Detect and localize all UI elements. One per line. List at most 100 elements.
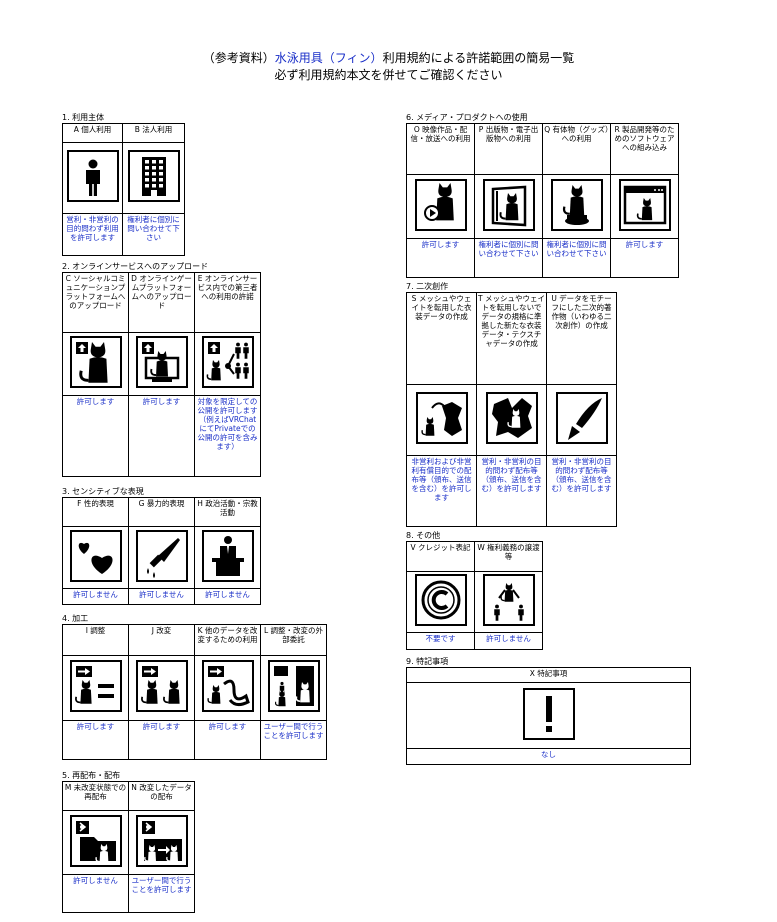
permission-result: 営利・非営利の目的問わず配布等（頒布、送信を含む）を許可します xyxy=(476,455,547,527)
column-header: F 性的表現 xyxy=(62,497,129,527)
document-title: （参考資料）水泳用具（フィン）利用規約による許諾範囲の簡易一覧 xyxy=(202,51,575,65)
section-title: 6. メディア・プロダクトへの使用 xyxy=(406,113,528,122)
permission-result: 権利者に個別に問い合わせて下さい xyxy=(542,238,611,278)
transfer-rights-icon xyxy=(482,574,535,626)
column-header: S メッシュやウェイトを転用した衣装データの作成 xyxy=(406,292,477,385)
upload-cat-icon xyxy=(69,336,122,388)
result-row: 許可します許可します対象を限定しての公開を許可します（例えばVRChatにてPr… xyxy=(62,395,261,477)
icon-cell xyxy=(406,682,691,749)
new-costume-icon xyxy=(485,392,538,444)
icon-cell xyxy=(546,384,617,456)
icon-cell xyxy=(406,384,477,456)
column-header: D オンラインゲームプラットフォームへのアップロード xyxy=(128,272,195,333)
adjust-icon xyxy=(69,660,122,712)
column-header: A 個人利用 xyxy=(62,123,123,143)
redistribute-folder-icon xyxy=(69,814,122,867)
building-icon xyxy=(127,150,180,202)
section-title: 9. 特記事項 xyxy=(406,657,449,666)
section-title: 1. 利用主体 xyxy=(62,113,105,122)
hearts-icon xyxy=(69,529,122,582)
permission-result: 許可します xyxy=(62,720,129,760)
column-header: X 特記事項 xyxy=(406,667,691,683)
column-header: T メッシュやウェイトを転用しないでデータの規格に準拠した新たな衣装データ・テク… xyxy=(476,292,547,385)
permission-result: 許可します xyxy=(610,238,679,278)
column-header: L 調整・改変の外部委託 xyxy=(260,624,327,656)
permission-result: 不要です xyxy=(406,632,475,650)
result-row: 不要です許可しません xyxy=(406,632,543,650)
permission-result: なし xyxy=(406,748,691,765)
permission-result: 許可します xyxy=(128,720,195,760)
column-header: N 改変したデータの配布 xyxy=(128,781,195,811)
permission-result: 対象を限定しての公開を許可します（例えばVRChatにてPrivateでの公開の… xyxy=(194,395,261,477)
icon-cell xyxy=(610,174,679,239)
icon-cell xyxy=(62,332,129,396)
column-header: J 改変 xyxy=(128,624,195,656)
knife-icon xyxy=(135,529,188,582)
permission-result: 非営利および非営利有償目的での配布等（頒布、送信を含む）を許可します xyxy=(406,455,477,527)
icon-cell xyxy=(128,810,195,875)
distribute-modified-icon xyxy=(135,814,188,867)
permission-result: 許可します xyxy=(62,395,129,477)
icon-cell xyxy=(260,655,327,721)
column-header: K 他のデータを改変するための利用 xyxy=(194,624,261,656)
figure-cat-icon xyxy=(550,178,603,231)
column-header: H 政治活動・宗教活動 xyxy=(194,497,261,527)
icon-cell xyxy=(62,142,123,214)
column-header: U データをモチーフにした二次的著作物（いわゆる二次創作）の作成 xyxy=(546,292,617,385)
column-header: I 調整 xyxy=(62,624,129,656)
podium-speaker-icon xyxy=(201,529,254,582)
upload-monitor-icon xyxy=(135,336,188,388)
software-window-icon xyxy=(618,178,671,231)
copyright-icon xyxy=(414,574,467,626)
icon-cell xyxy=(406,571,475,633)
permission-result: 許可しません xyxy=(128,588,195,605)
icon-cell xyxy=(194,526,261,589)
column-header: O 映像作品・配信・放送への利用 xyxy=(406,123,475,175)
permission-result: 許可しません xyxy=(194,588,261,605)
modify-icon xyxy=(135,660,188,712)
result-row: 許可しません許可しません許可しません xyxy=(62,588,261,605)
icon-row xyxy=(62,810,195,875)
costume-mesh-icon xyxy=(415,392,468,444)
header-row: X 特記事項 xyxy=(406,667,691,683)
column-header: M 未改変状態での再配布 xyxy=(62,781,129,811)
column-header: C ソーシャルコミュニケーションプラットフォームへのアップロード xyxy=(62,272,129,333)
document-subtitle: 必ず利用規約本文を併せてご確認ください xyxy=(274,68,503,82)
result-row: 営利・非営利の目的問わず利用を許可します権利者に個別に問い合わせて下さい xyxy=(62,213,185,256)
permission-result: 営利・非営利の目的問わず配布等（頒布、送信を含む）を許可します xyxy=(546,455,617,527)
icon-cell xyxy=(406,174,475,239)
permission-result: ユーザー間で行うことを許可します xyxy=(128,874,195,913)
permission-result: 権利者に個別に問い合わせて下さい xyxy=(122,213,185,256)
permission-result: 許可しません xyxy=(62,874,129,913)
icon-cell xyxy=(128,526,195,589)
icon-row xyxy=(62,142,185,214)
video-cat-icon xyxy=(414,178,467,231)
column-header: V クレジット表記 xyxy=(406,541,475,572)
column-header: E オンラインサービス内での第三者への利用の許諾 xyxy=(194,272,261,333)
icon-cell xyxy=(476,384,547,456)
license-table: X 特記事項なし xyxy=(406,667,691,765)
person-icon xyxy=(66,150,119,202)
icon-row xyxy=(62,526,261,589)
icon-cell xyxy=(62,526,129,589)
icon-row xyxy=(62,332,261,396)
column-header: G 暴力的表現 xyxy=(128,497,195,527)
icon-row xyxy=(406,682,691,749)
